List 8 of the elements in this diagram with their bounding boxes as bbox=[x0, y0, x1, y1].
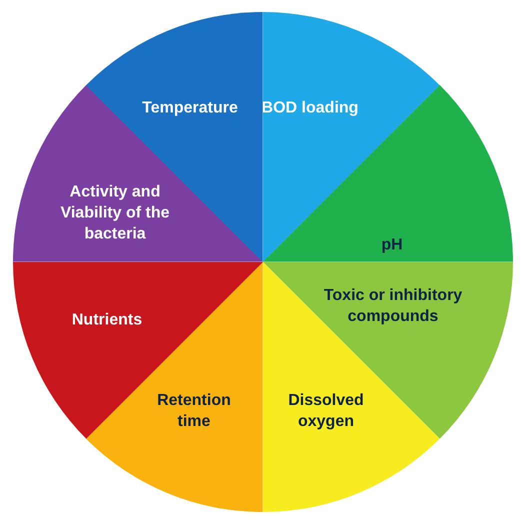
segment-label: Nutrients bbox=[70, 310, 144, 330]
segment-label: Activity and Viability of the bacteria bbox=[59, 182, 171, 244]
segment-label: pH bbox=[380, 235, 404, 256]
segment-label: Toxic or inhibitory compounds bbox=[323, 286, 463, 327]
segment-label: Temperature bbox=[141, 98, 239, 118]
segment-label: Dissolved oxygen bbox=[287, 391, 365, 432]
segment-label: BOD loading bbox=[260, 98, 360, 118]
segment-label: Retention time bbox=[156, 391, 232, 432]
